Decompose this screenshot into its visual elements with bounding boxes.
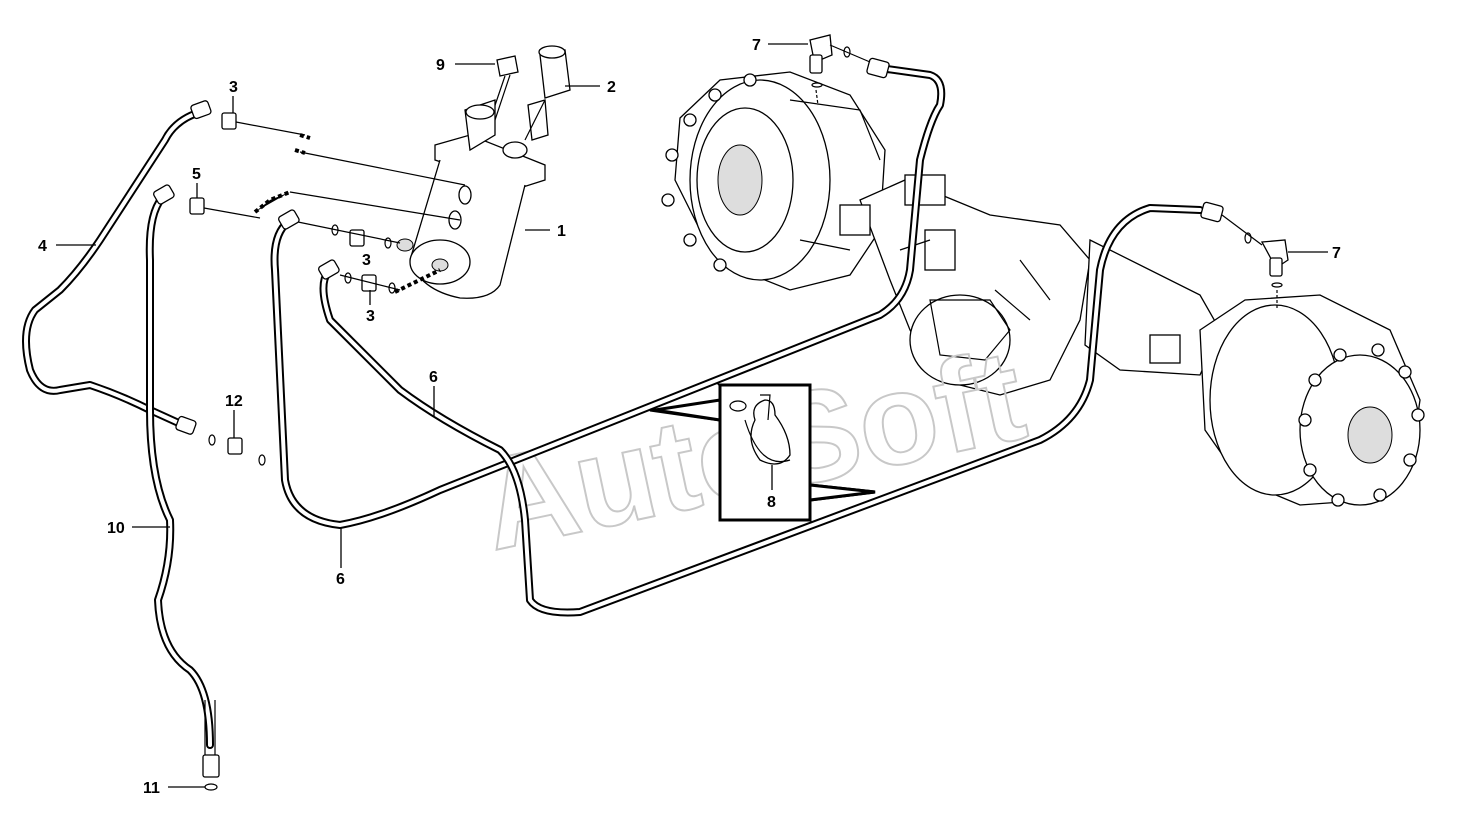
callout-4: 4 — [38, 238, 47, 255]
elbow-fitting-upper — [809, 34, 871, 106]
left-wheel-hub — [661, 71, 886, 291]
hose-6-lower — [319, 204, 1204, 617]
callout-7-upper: 7 — [752, 37, 761, 54]
screw-with-nut — [464, 55, 519, 152]
seal-washer — [204, 783, 218, 791]
callout-3-bottom: 3 — [366, 308, 375, 325]
hose-4 — [22, 108, 204, 429]
callout-2: 2 — [607, 79, 616, 96]
callout-1: 1 — [557, 223, 566, 240]
callout-10: 10 — [107, 520, 125, 537]
hose-10 — [145, 194, 214, 749]
callout-3-mid: 3 — [362, 252, 371, 269]
filler-cap — [502, 45, 571, 159]
hose-6-upper — [270, 64, 946, 529]
cable-tie-detail — [649, 383, 876, 522]
callout-labels: 1 2 3 3 3 4 5 6 6 7 7 8 9 10 11 12 — [38, 37, 1341, 797]
callout-7-lower: 7 — [1332, 245, 1341, 262]
hose-end-fittings — [153, 57, 1224, 778]
elbow-fitting-lower — [1221, 214, 1289, 310]
right-wheel-hub — [1199, 294, 1425, 507]
callout-6-upper: 6 — [429, 369, 438, 386]
connection-lines — [203, 121, 466, 294]
callout-11: 11 — [143, 780, 160, 797]
callout-12: 12 — [225, 393, 243, 410]
callout-3-top: 3 — [229, 79, 238, 96]
leader-lines — [56, 43, 1328, 788]
drive-axle-illustration — [661, 71, 1425, 507]
callout-5: 5 — [192, 166, 201, 183]
callout-6-lower: 6 — [336, 571, 345, 588]
axle-housing — [839, 174, 1221, 396]
callout-9: 9 — [436, 57, 445, 74]
nipple-fittings — [189, 112, 396, 466]
reservoir — [396, 134, 546, 299]
callout-8: 8 — [767, 494, 776, 511]
